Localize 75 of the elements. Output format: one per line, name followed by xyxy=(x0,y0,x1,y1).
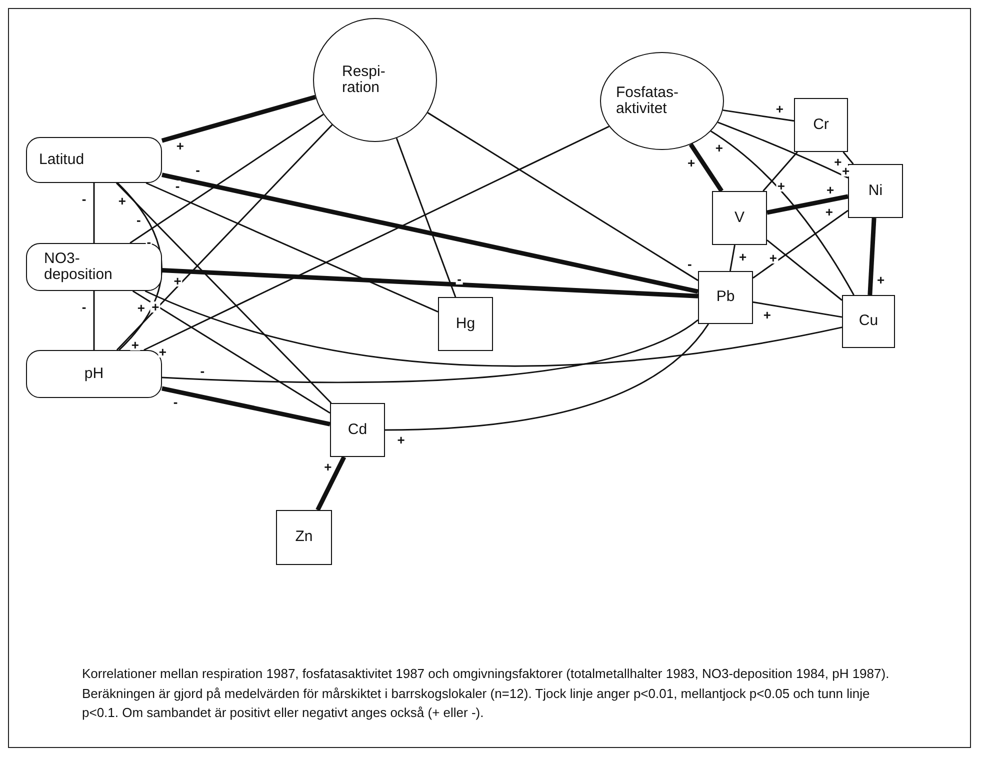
sign-label: + xyxy=(158,346,168,358)
square-box xyxy=(276,510,332,565)
sign-label: + xyxy=(172,276,182,287)
thick-correlation-line xyxy=(868,218,876,296)
thick-correlation-line xyxy=(316,456,346,511)
correlation-line xyxy=(762,152,798,192)
correlation-line xyxy=(842,152,854,164)
correlation-line xyxy=(766,239,842,301)
correlation-line xyxy=(130,114,324,244)
square-box xyxy=(438,297,493,351)
sign-label: + xyxy=(117,196,127,207)
thick-correlation-line xyxy=(161,94,316,143)
correlation-line xyxy=(384,324,709,431)
node-label: pH xyxy=(83,366,105,382)
correlation-line xyxy=(729,244,736,272)
node-label: V xyxy=(733,210,746,226)
sign-label: + xyxy=(840,165,851,176)
square-box xyxy=(848,164,903,218)
sign-label: + xyxy=(150,301,160,312)
thick-correlation-line xyxy=(688,143,724,192)
sign-label: + xyxy=(876,274,886,286)
rounded-box xyxy=(26,243,162,291)
sign-label: + xyxy=(323,461,333,472)
correlation-line xyxy=(146,182,438,313)
correlation-line xyxy=(144,126,610,351)
sign-label: + xyxy=(774,103,784,114)
sign-label: + xyxy=(762,309,772,320)
correlation-line xyxy=(144,290,842,367)
sign-label: + xyxy=(768,252,778,264)
thick-correlation-line xyxy=(766,194,848,215)
correlation-line xyxy=(752,301,842,318)
node-label: Fosfatas- aktivitet xyxy=(616,84,680,118)
correlation-line xyxy=(722,109,794,122)
caption: Korrelationer mellan respiration 1987, fosfatasaktivitet 1987 och omgivningsfaktorer (totalmetallhalter 1983, NO3-deposition 1984, pH 1987). Beräkningen är gjord på medelvärden för mårskiktet i barrskogslokaler (n=12). Tjock linje anger p<0.01, mellantjock p<0.05 och tunn linje p<0.1. Om sambandet är positivt eller negativt anges också (+ eller -). xyxy=(82,665,890,722)
rounded-box xyxy=(26,137,162,183)
node-label: Respi- ration xyxy=(342,64,386,96)
thick-correlation-line xyxy=(162,172,698,294)
node-label: NO3- deposition xyxy=(44,250,114,284)
correlation-line xyxy=(116,124,333,351)
square-box xyxy=(712,191,767,245)
node-label: Zn xyxy=(294,529,314,546)
correlation-line xyxy=(162,319,698,384)
node-label: Latitud xyxy=(39,152,86,168)
correlation-line xyxy=(116,182,332,404)
sign-label: + xyxy=(175,140,185,152)
correlation-line xyxy=(132,290,330,414)
node-label: Pb xyxy=(715,289,736,306)
correlation-line xyxy=(93,291,95,350)
correlation-line xyxy=(710,130,854,296)
square-box xyxy=(698,271,753,324)
sign-label: + xyxy=(776,180,786,192)
correlation-line xyxy=(427,112,698,282)
sign-label: + xyxy=(130,340,140,351)
node-label: Cr xyxy=(812,116,830,134)
sign-label: + xyxy=(826,184,836,196)
sign-label: + xyxy=(833,156,843,168)
sign-label: + xyxy=(714,142,724,154)
correlation-line xyxy=(718,122,848,178)
square-box xyxy=(330,403,385,457)
sign-label: + xyxy=(396,434,406,446)
sign-label: + xyxy=(738,251,748,262)
square-box xyxy=(842,295,895,348)
node-label: Ni xyxy=(867,182,884,200)
correlation-line xyxy=(93,183,95,243)
sign-label: + xyxy=(136,302,146,314)
thick-correlation-line xyxy=(162,268,698,298)
thick-correlation-line xyxy=(162,386,330,426)
node-label: Cd xyxy=(346,422,368,438)
sign-label: + xyxy=(686,158,696,169)
correlation-line xyxy=(396,138,456,298)
correlation-line xyxy=(752,210,848,279)
sign-label: + xyxy=(824,206,834,218)
square-box xyxy=(794,98,848,152)
node-label: Cu xyxy=(858,313,880,330)
node-label: Hg xyxy=(454,316,476,332)
